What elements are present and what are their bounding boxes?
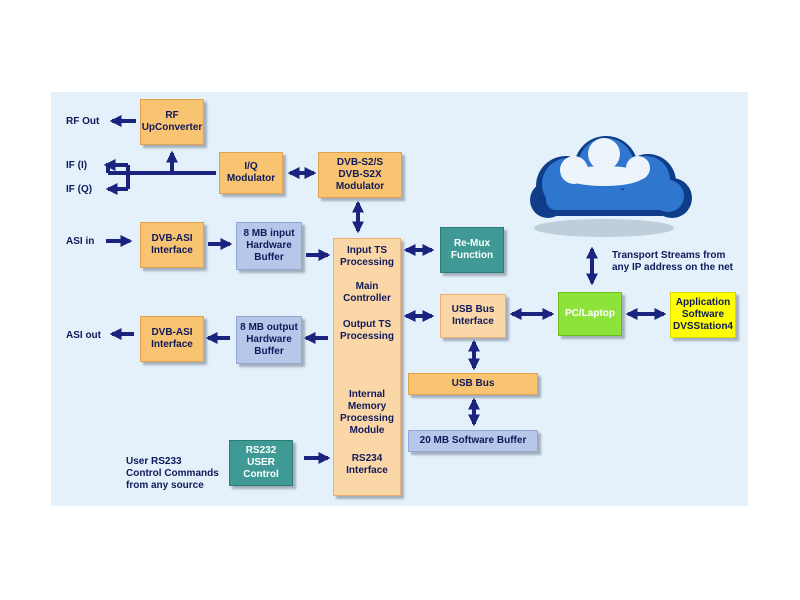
dvb-asi-interface-in-block: DVB-ASI Interface: [140, 222, 204, 268]
dvb-asi-interface-out-block: DVB-ASI Interface: [140, 316, 204, 362]
internal-memory-label: Internal Memory Processing Module: [340, 389, 394, 436]
main-controller-label: Main Controller: [343, 281, 391, 304]
application-software-block: Application Software DVSStation4: [670, 292, 736, 338]
cloud-icon: [530, 136, 692, 237]
input-hardware-buffer-block: 8 MB input Hardware Buffer: [236, 222, 302, 270]
transport-streams-label: Transport Streams from any IP address on…: [612, 250, 733, 273]
usb-bus-interface-block: USB Bus Interface: [440, 294, 506, 338]
asi-in-label: ASI in: [66, 236, 95, 247]
output-hardware-buffer-block: 8 MB output Hardware Buffer: [236, 316, 302, 364]
user-rs233-label: User RS233 Control Commands from any sou…: [126, 456, 219, 491]
input-ts-processing-label: Input TS Processing: [340, 245, 394, 268]
rf-out-label: RF Out: [66, 116, 100, 127]
software-buffer-block: 20 MB Software Buffer: [408, 430, 538, 452]
pc-laptop-block: PC/Laptop: [558, 292, 622, 336]
if-q-label: IF (Q): [66, 184, 93, 195]
iq-modulator-block: I/Q Modulator: [219, 152, 283, 194]
asi-out-label: ASI out: [66, 330, 101, 341]
rf-upconverter-block: RF UpConverter: [140, 99, 204, 145]
main-controller-block: Input TS Processing Main Controller Outp…: [333, 238, 401, 496]
usb-bus-block: USB Bus: [408, 373, 538, 395]
if-i-label: IF (I): [66, 160, 88, 171]
dvb-s2-modulator-block: DVB-S2/S DVB-S2X Modulator: [318, 152, 402, 198]
rs232-user-control-block: RS232 USER Control: [229, 440, 293, 486]
output-ts-processing-label: Output TS Processing: [340, 319, 394, 342]
rs234-interface-label: RS234 Interface: [346, 453, 388, 476]
remux-function-block: Re-Mux Function: [440, 227, 504, 273]
